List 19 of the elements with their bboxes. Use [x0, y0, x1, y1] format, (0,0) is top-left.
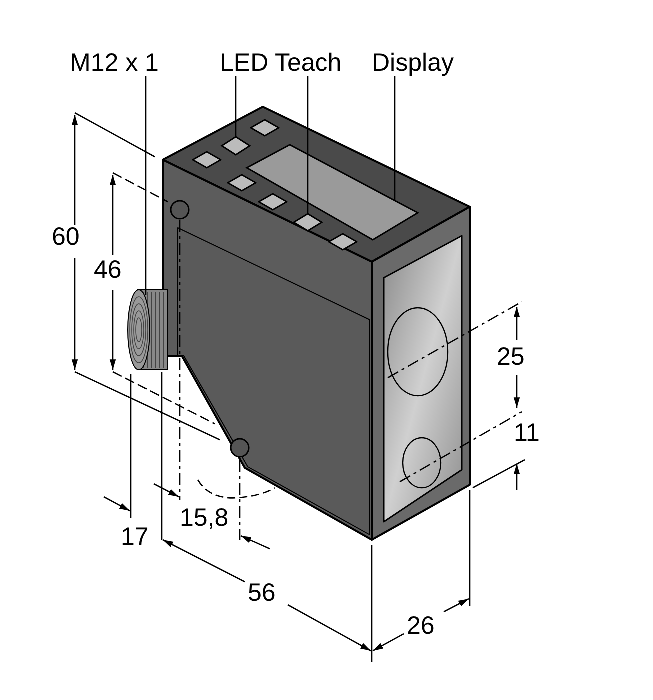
dimension-label: 60 — [52, 222, 80, 252]
dimension-label: 56 — [248, 578, 276, 608]
leader-line — [307, 76, 309, 214]
dimension-label: 26 — [407, 611, 435, 641]
leader-line — [145, 76, 147, 295]
dimension-label: 15,8 — [180, 503, 229, 533]
dimension-label: 11 — [514, 418, 540, 448]
leader-line — [394, 76, 396, 201]
callout-label: Teach — [275, 48, 342, 78]
callout-label: LED — [220, 48, 269, 78]
callout-label: Display — [372, 48, 454, 78]
callout-label: M12 x 1 — [70, 48, 159, 78]
leader-line — [235, 76, 237, 137]
dimension-label: 17 — [121, 522, 149, 552]
key-drawing — [293, 213, 323, 232]
display-drawing — [245, 143, 421, 242]
key-drawing — [221, 136, 251, 156]
dimension-label: 46 — [94, 255, 122, 285]
dimension-label: 25 — [497, 342, 525, 372]
